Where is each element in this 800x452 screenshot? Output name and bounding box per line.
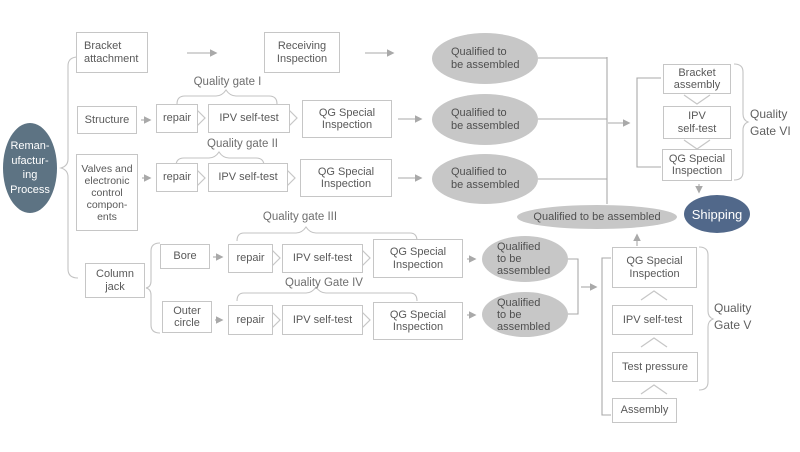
chevron-ipvv-qgv [640,290,668,301]
repair-box-outer: repair [228,305,273,335]
brace-column-jack-split [145,242,161,334]
quality-gate-5-label: Quality Gate V [714,301,752,332]
outer-circle-box: Outer circle [162,301,212,333]
repair-box-bore: repair [228,244,273,273]
line-qualified45-collector [565,258,579,315]
chevron-ipv6-qg6 [683,139,711,150]
column-jack-box: Column jack [85,263,145,298]
quality-gate-3-label: Quality gate III [262,211,338,223]
repair-box-structure: repair [156,104,198,133]
brace-quality-gate-5 [698,246,715,391]
ipv-self-test-box-valves: IPV self-test [208,163,288,192]
ipv-self-test-box-final: IPV self-test [663,106,731,139]
qualified-ellipse-3: Qualified to be assembled [432,154,538,204]
chevron-testpressure-ipvv [640,337,668,348]
repair-box-valves: repair [156,163,198,192]
quality-gate-6-label: Quality Gate VI [750,107,791,138]
quality-gate-1-label: Quality gate I [193,76,262,88]
shipping-ellipse: Shipping [684,195,750,233]
qg-inspection-box-structure: QG Special Inspection [302,100,392,138]
qg-inspection-box-valves: QG Special Inspection [300,159,392,197]
qg-inspection-box-preassembly: QG Special Inspection [612,247,697,288]
receiving-inspection-box: Receiving Inspection [264,32,340,73]
valves-components-box: Valves and electronic control compon- en… [76,154,138,231]
test-pressure-box: Test pressure [612,352,698,382]
qualified-ellipse-1: Qualified to be assembled [432,33,538,84]
qg-inspection-box-outer: QG Special Inspection [373,302,463,340]
bore-box: Bore [160,244,210,269]
qg-inspection-box-final: QG Special Inspection [662,149,732,181]
ipv-self-test-box-preassembly: IPV self-test [612,305,693,335]
bracket-attachment-box: Bracket attachment [76,32,148,73]
bracket-pre-assembly-input [601,257,611,416]
brace-quality-gate-4 [236,286,418,302]
chevron-assembly-testpressure [640,384,668,395]
ipv-self-test-box-outer: IPV self-test [282,305,363,335]
quality-gate-2-label: Quality gate II [207,138,278,150]
ipv-self-test-box-structure: IPV self-test [208,104,290,133]
qualified-ellipse-4: Qualified to be assembled [482,236,568,282]
brace-quality-gate-1 [176,89,278,105]
assembly-box: Assembly [612,398,677,423]
ipv-self-test-box-bore: IPV self-test [282,244,363,273]
brace-quality-gate-6 [733,63,750,181]
qualified-ellipse-2: Qualified to be assembled [432,94,538,145]
qualified-ellipse-5: Qualified to be assembled [482,292,568,337]
bracket-final-assembly-input [636,77,661,168]
qualified-ellipse-wide: Qualified to be assembled [517,205,677,229]
quality-gate-4-label: Quality Gate IV [285,277,363,289]
structure-box: Structure [77,106,137,134]
chevron-bracketassembly-ipv6 [683,94,711,105]
bracket-assembly-box: Bracket assembly [663,64,731,94]
qg-inspection-box-bore: QG Special Inspection [373,239,463,278]
remanufacturing-process-ellipse: Reman- ufactur- ing Process [3,123,57,213]
